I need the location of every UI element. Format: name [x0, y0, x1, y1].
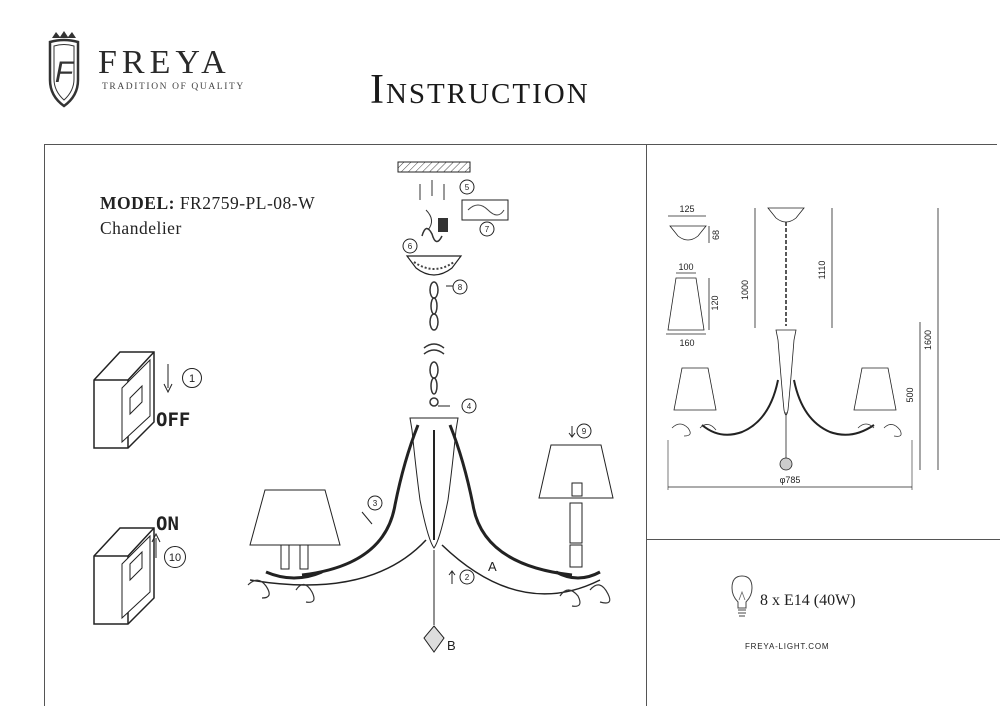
- model-label: MODEL:: [100, 193, 175, 213]
- dim-canopy-width: 125: [679, 204, 694, 214]
- dim-chain-length: 1000: [740, 280, 750, 300]
- step-number-on: 10: [169, 552, 181, 564]
- dim-diameter: φ785: [780, 475, 801, 485]
- svg-text:F: F: [55, 56, 75, 89]
- step-5: 5: [465, 183, 470, 192]
- left-lamp-shade: [249, 489, 341, 546]
- canopy: [405, 255, 463, 276]
- chandelier-arms: [249, 424, 601, 595]
- switch-on-label: ON: [156, 513, 179, 535]
- dim-body-height: 500: [905, 387, 915, 402]
- step-2: 2: [465, 573, 470, 582]
- product-type: Chandelier: [100, 218, 182, 238]
- step-4: 4: [467, 402, 472, 411]
- model-line: MODEL: FR2759-PL-08-W: [100, 193, 315, 214]
- step-9: 9: [582, 427, 587, 436]
- step-marker-off: 1: [182, 368, 202, 388]
- dim-shade-top: 100: [678, 262, 693, 272]
- dimensions-diagram: 125 68 100 160 120 1000 1110 1600 500 φ7…: [666, 204, 939, 490]
- mounting-screws: [419, 180, 445, 231]
- dim-total-hanging: 1110: [817, 261, 827, 280]
- panel-divider-horizontal: [646, 539, 1000, 540]
- brand-name: FREYA: [98, 44, 231, 81]
- panel-divider-vertical: [646, 144, 647, 706]
- step-7: 7: [485, 225, 490, 234]
- chandelier-assembly-diagram: 5 7 6 8 4 3 2 9 A B: [247, 161, 614, 653]
- step-marker-on: 10: [164, 546, 186, 568]
- document-title: Instruction: [370, 67, 590, 113]
- switch-on-diagram: [93, 527, 161, 625]
- ceiling-hatch: [397, 161, 471, 173]
- brand-crest-logo: F: [48, 31, 80, 108]
- switch-off-label: OFF: [156, 409, 191, 431]
- model-code: FR2759-PL-08-W: [179, 193, 316, 213]
- right-lamp-shade: [538, 444, 614, 499]
- lamp-spec: 8 x E14 (40W): [760, 592, 856, 609]
- step-8: 8: [458, 283, 463, 292]
- dim-shade-height: 120: [710, 295, 720, 310]
- brand-tagline: TRADITION OF QUALITY: [102, 82, 245, 92]
- dim-shade-bottom: 160: [679, 338, 694, 348]
- switch-off-diagram: [93, 351, 173, 449]
- step-6: 6: [408, 242, 413, 251]
- content-frame: [44, 144, 997, 706]
- chain: [423, 281, 445, 407]
- step-number-off: 1: [189, 373, 195, 385]
- part-a-label: A: [488, 559, 497, 574]
- step-3: 3: [373, 499, 378, 508]
- light-bulb-icon: [731, 575, 753, 617]
- website-link[interactable]: FREYA-LIGHT.COM: [745, 642, 830, 651]
- dim-canopy-height: 68: [711, 230, 721, 240]
- part-b-label: B: [447, 638, 456, 653]
- dim-total-height: 1600: [923, 330, 933, 350]
